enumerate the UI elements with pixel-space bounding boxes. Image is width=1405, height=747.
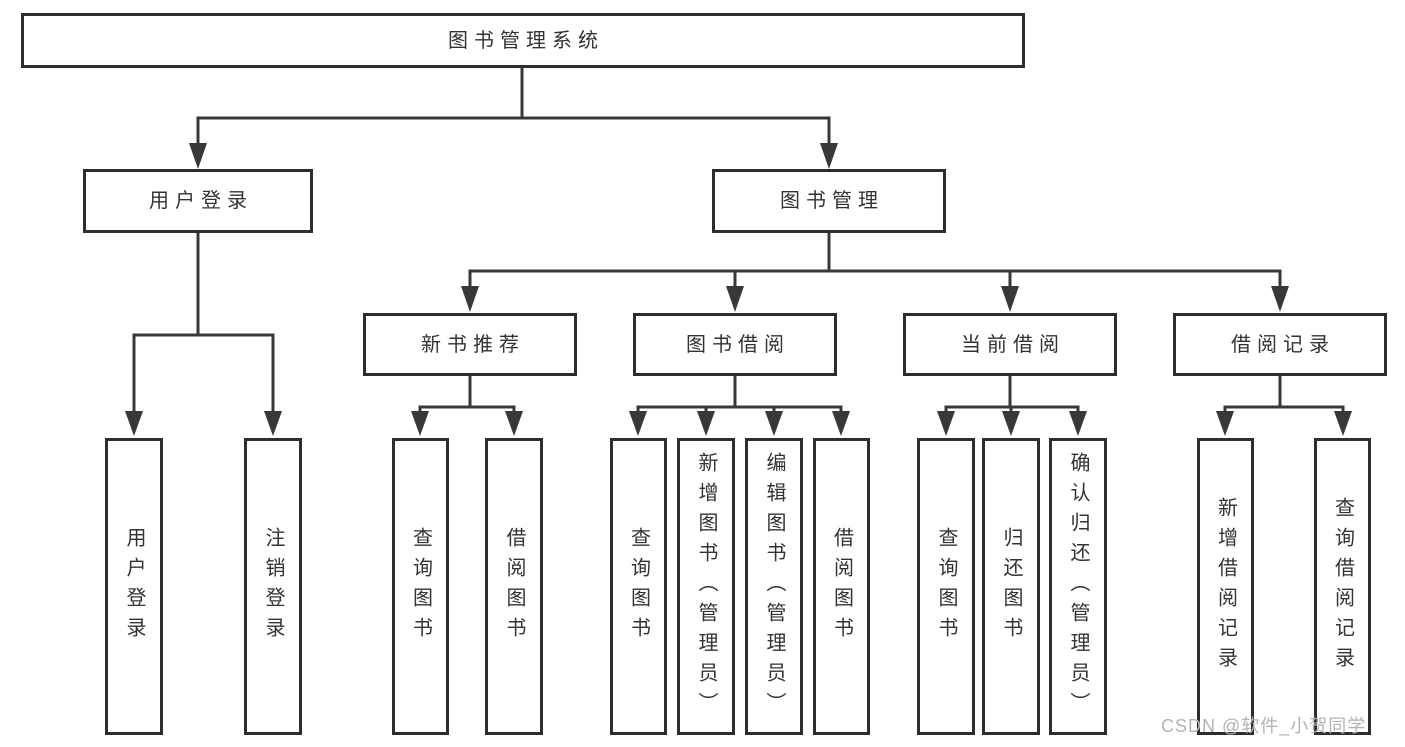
node-book-borrowing: 图书借阅 (633, 313, 837, 376)
node-root: 图书管理系统 (21, 13, 1025, 68)
connector-userlogin-leaves (132, 233, 275, 412)
leaf-logout: 注销登录 (244, 438, 302, 735)
leaf-query-borrow-record: 查询借阅记录 (1314, 438, 1371, 735)
leaf-borrow-book-1: 借阅图书 (485, 438, 543, 735)
leaf-query-book-3: 查询图书 (917, 438, 975, 735)
watermark: CSDN @软件_小贺同学 (1161, 716, 1367, 736)
connector-newbook-leaves (418, 376, 516, 413)
leaf-edit-book-admin: 编辑图书（管理员） (745, 438, 803, 735)
leaf-query-book-2: 查询图书 (610, 438, 667, 735)
node-book-management: 图书管理 (712, 169, 946, 233)
connector-bookborrow-leaves (636, 376, 843, 413)
leaf-confirm-return-admin: 确认归还（管理员） (1049, 438, 1107, 735)
leaf-add-book-admin: 新增图书（管理员） (677, 438, 735, 735)
leaf-return-book: 归还图书 (982, 438, 1040, 735)
node-current-borrowing: 当前借阅 (903, 313, 1117, 376)
leaf-user-login: 用户登录 (105, 438, 163, 735)
leaf-query-book-1: 查询图书 (392, 438, 449, 735)
connector-bookmgmt-level3 (468, 233, 1282, 287)
node-new-book-recommend: 新书推荐 (363, 313, 577, 376)
connector-root-level2 (196, 68, 831, 144)
connector-currentborrow-leaves (944, 376, 1080, 413)
node-borrow-records: 借阅记录 (1173, 313, 1387, 376)
leaf-add-borrow-record: 新增借阅记录 (1197, 438, 1254, 735)
leaf-borrow-book-2: 借阅图书 (813, 438, 870, 735)
node-user-login: 用户登录 (83, 169, 313, 233)
arrowheads (125, 143, 1352, 436)
connector-records-leaves (1223, 376, 1345, 413)
